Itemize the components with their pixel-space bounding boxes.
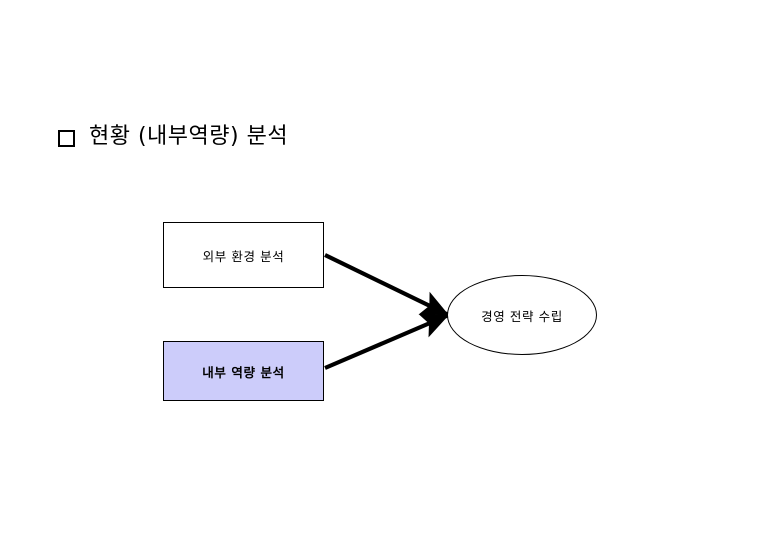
- node-management-strategy[interactable]: 경영 전략 수립: [447, 275, 597, 355]
- node-internal-capability-analysis-label: 내부 역량 분석: [202, 364, 285, 380]
- page-title-text: 현황 (내부역량) 분석: [89, 124, 289, 149]
- node-management-strategy-label: 경영 전략 수립: [481, 308, 563, 324]
- node-external-environment-analysis-label: 외부 환경 분석: [202, 248, 285, 264]
- connector-internal-to-strategy: [324, 313, 450, 370]
- connector-external-to-strategy: [324, 253, 450, 317]
- node-internal-capability-analysis[interactable]: 내부 역량 분석: [163, 341, 324, 401]
- node-external-environment-analysis[interactable]: 외부 환경 분석: [163, 222, 324, 288]
- hollow-square-bullet-icon: [58, 129, 77, 149]
- page-title: 현황 (내부역량) 분석: [58, 124, 288, 150]
